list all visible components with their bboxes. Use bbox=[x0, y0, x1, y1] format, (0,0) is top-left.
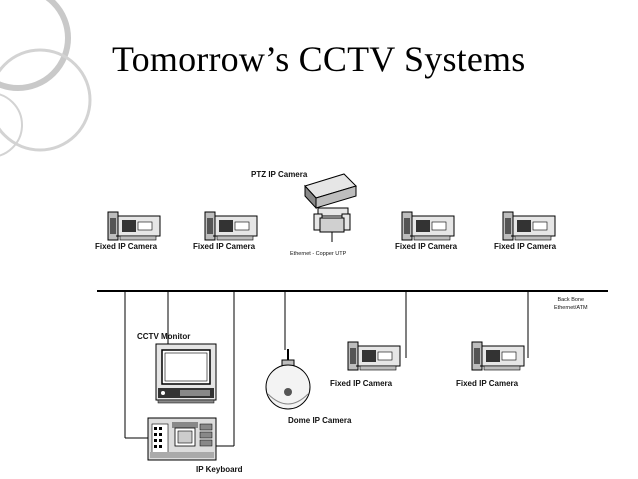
fixed-camera-3-icon bbox=[401, 211, 455, 241]
dome-camera-label: Dome IP Camera bbox=[288, 416, 352, 425]
fixed-camera-5-icon bbox=[347, 341, 401, 371]
backbone-label-line2: Ethernet/ATM bbox=[554, 305, 588, 311]
decorative-circles bbox=[0, 0, 92, 157]
connector-lines bbox=[124, 291, 529, 447]
ip-keyboard-label: IP Keyboard bbox=[196, 465, 243, 474]
backbone-label: Back Bone Ethernet/ATM bbox=[554, 296, 588, 312]
page-title: Tomorrow’s CCTV Systems bbox=[112, 39, 526, 79]
fixed-camera-1-icon bbox=[107, 211, 161, 241]
backbone-label-line1: Back Bone bbox=[557, 297, 585, 303]
fixed-camera-6-icon bbox=[471, 341, 525, 371]
cctv-monitor-label: CCTV Monitor bbox=[137, 332, 191, 341]
fixed-camera-6-label: Fixed IP Camera bbox=[456, 379, 519, 388]
ptz-camera-icon bbox=[304, 173, 357, 242]
fixed-camera-3-label: Fixed IP Camera bbox=[395, 242, 458, 251]
fixed-camera-2-label: Fixed IP Camera bbox=[193, 242, 256, 251]
dome-camera-icon bbox=[265, 349, 311, 410]
ethernet-label: Ethernet - Copper UTP bbox=[290, 251, 347, 257]
fixed-camera-5-label: Fixed IP Camera bbox=[330, 379, 393, 388]
fixed-camera-1-label: Fixed IP Camera bbox=[95, 242, 158, 251]
fixed-camera-2-icon bbox=[204, 211, 258, 241]
fixed-camera-4-icon bbox=[502, 211, 556, 241]
ptz-camera-label: PTZ IP Camera bbox=[251, 170, 308, 179]
fixed-camera-4-label: Fixed IP Camera bbox=[494, 242, 557, 251]
ip-keyboard-icon bbox=[147, 417, 217, 461]
cctv-monitor-icon bbox=[155, 343, 217, 404]
